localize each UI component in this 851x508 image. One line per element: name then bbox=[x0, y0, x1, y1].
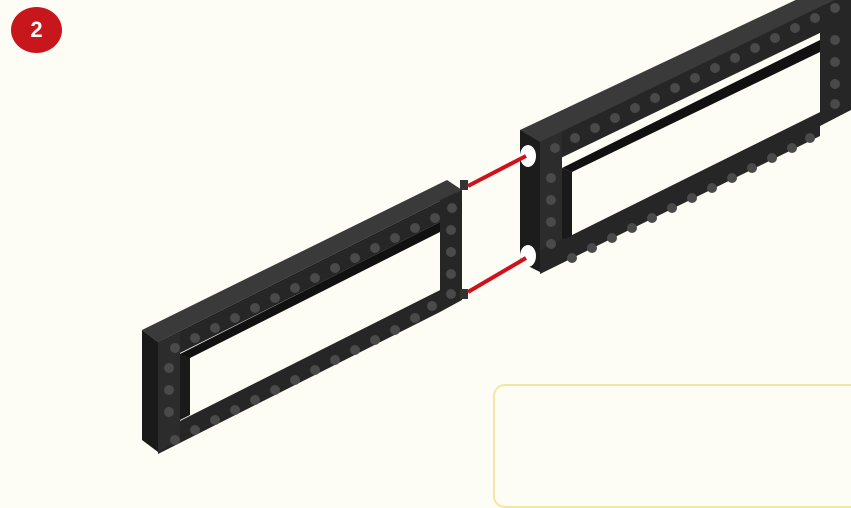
frame-beam-left bbox=[142, 180, 468, 454]
connector-line-bottom bbox=[468, 258, 526, 292]
connector-line-top bbox=[468, 156, 526, 186]
connector-lines bbox=[468, 156, 526, 292]
callout-box bbox=[493, 384, 851, 508]
frame-beam-right bbox=[520, 0, 851, 274]
